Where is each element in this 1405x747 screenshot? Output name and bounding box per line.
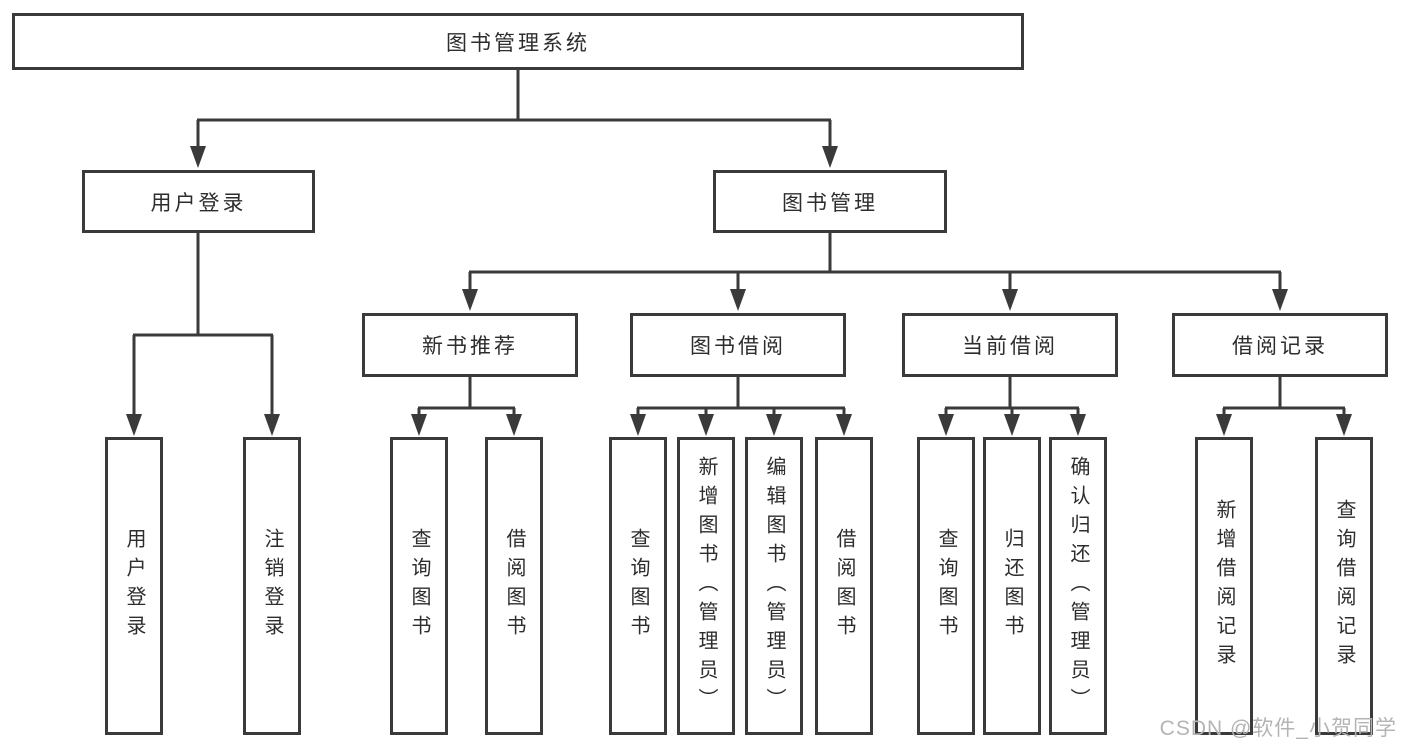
leaf-newbook-query-books: 查询图书	[390, 437, 448, 735]
leaf-current-confirm-return-admin-label: 确认归还（管理员）	[1067, 455, 1089, 717]
node-root-label: 图书管理系统	[446, 31, 590, 55]
node-book-management-label: 图书管理	[782, 191, 878, 215]
leaf-current-return-books-label: 归还图书	[1001, 528, 1023, 644]
leaf-borrow-query-books-label: 查询图书	[627, 528, 649, 644]
node-new-book-recommend: 新书推荐	[362, 313, 578, 377]
node-root: 图书管理系统	[12, 13, 1024, 70]
node-borrow-records-label: 借阅记录	[1232, 335, 1328, 358]
node-new-book-recommend-label: 新书推荐	[422, 335, 518, 358]
leaf-records-add-record-label: 新增借阅记录	[1213, 499, 1235, 673]
node-borrow-records: 借阅记录	[1172, 313, 1388, 377]
node-book-borrow-label: 图书借阅	[690, 335, 786, 358]
leaf-user-login-label: 用户登录	[123, 528, 145, 644]
leaf-newbook-borrow-books: 借阅图书	[485, 437, 543, 735]
leaf-borrow-edit-books-admin: 编辑图书（管理员）	[745, 437, 803, 735]
leaf-borrow-edit-books-admin-label: 编辑图书（管理员）	[763, 455, 785, 717]
leaf-current-query-books-label: 查询图书	[935, 528, 957, 644]
node-current-borrow: 当前借阅	[902, 313, 1118, 377]
leaf-borrow-add-books-admin-label: 新增图书（管理员）	[695, 455, 717, 717]
leaf-logout-label: 注销登录	[261, 528, 283, 644]
leaf-records-query-record-label: 查询借阅记录	[1333, 499, 1355, 673]
leaf-current-return-books: 归还图书	[983, 437, 1041, 735]
leaf-current-query-books: 查询图书	[917, 437, 975, 735]
leaf-user-login: 用户登录	[105, 437, 163, 735]
leaf-logout: 注销登录	[243, 437, 301, 735]
node-user-login-label: 用户登录	[150, 191, 247, 215]
leaf-borrow-borrow-books-label: 借阅图书	[833, 528, 855, 644]
leaf-newbook-query-books-label: 查询图书	[408, 528, 430, 644]
leaf-newbook-borrow-books-label: 借阅图书	[503, 528, 525, 644]
node-user-login: 用户登录	[82, 170, 315, 233]
leaf-records-query-record: 查询借阅记录	[1315, 437, 1373, 735]
leaf-borrow-borrow-books: 借阅图书	[815, 437, 873, 735]
node-current-borrow-label: 当前借阅	[962, 335, 1058, 358]
node-book-management: 图书管理	[713, 170, 947, 233]
leaf-borrow-add-books-admin: 新增图书（管理员）	[677, 437, 735, 735]
leaf-current-confirm-return-admin: 确认归还（管理员）	[1049, 437, 1107, 735]
leaf-records-add-record: 新增借阅记录	[1195, 437, 1253, 735]
leaf-borrow-query-books: 查询图书	[609, 437, 667, 735]
csdn-watermark: CSDN @软件_小贺同学	[1159, 717, 1397, 740]
node-book-borrow: 图书借阅	[630, 313, 846, 377]
